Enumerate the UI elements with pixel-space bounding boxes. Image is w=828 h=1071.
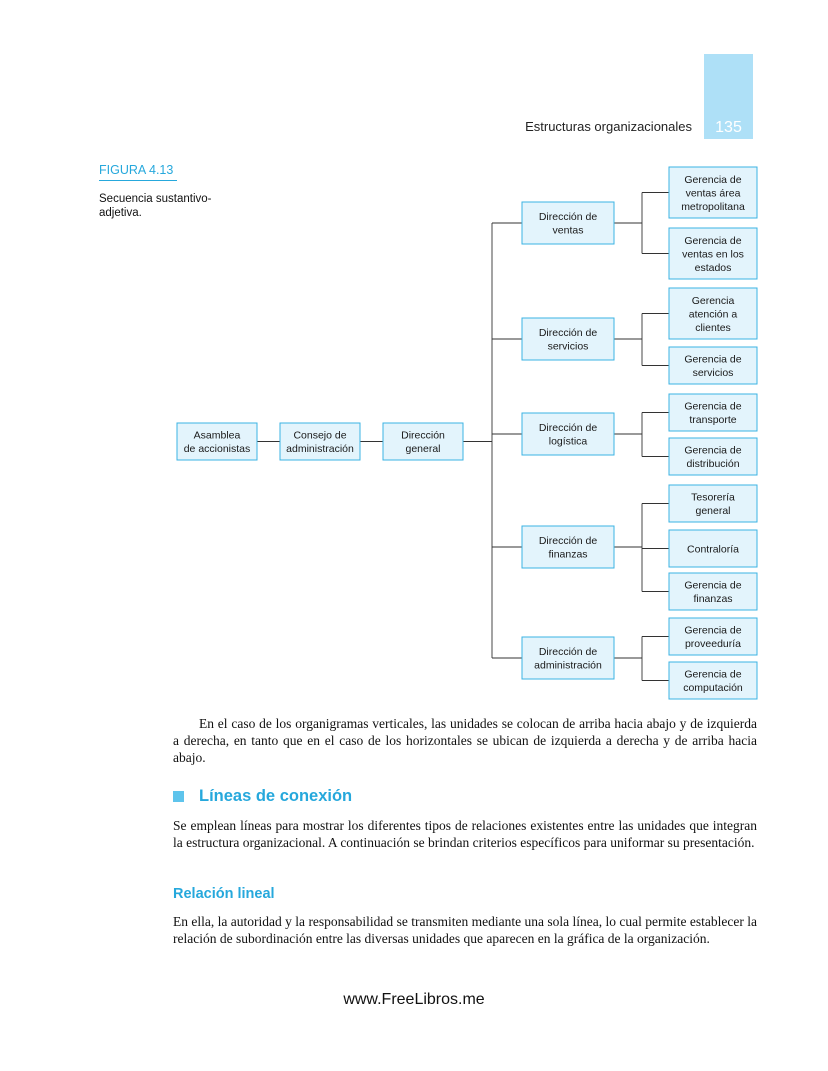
org-box-label-line: Contraloría <box>687 543 739 555</box>
running-header-title: Estructuras organizacionales <box>525 119 692 134</box>
org-box-label-line: logística <box>549 436 588 448</box>
org-box-d-administracion: Dirección de administración <box>521 636 615 680</box>
org-box-label-line: general <box>695 505 730 517</box>
org-box-rect <box>668 287 758 340</box>
org-box-rect <box>279 422 361 461</box>
org-box-label-line: Consejo de <box>293 430 346 442</box>
org-box-label-line: ventas en los <box>682 248 744 260</box>
org-box-label-line: transporte <box>689 414 736 426</box>
org-box-rect <box>521 412 615 456</box>
org-box-d-finanzas: Dirección de finanzas <box>521 525 615 569</box>
org-box-rect <box>668 437 758 476</box>
org-box-label-line: Tesorería <box>691 492 735 504</box>
org-box-rect <box>668 529 758 568</box>
org-box-label-line: Dirección de <box>539 422 598 434</box>
org-box-rect <box>176 422 258 461</box>
org-box-label-line: Dirección de <box>539 535 598 547</box>
org-box-label-line: Gerencia de <box>684 669 741 681</box>
org-box-label-line: Dirección <box>401 430 445 442</box>
org-box-d-ventas: Dirección de ventas <box>521 201 615 245</box>
org-box-rect <box>521 317 615 361</box>
org-box-label-line: servicios <box>693 367 734 379</box>
section-heading-lineas-de-conexion: Líneas de conexión <box>173 787 352 806</box>
org-box-contraloria: Contraloría <box>668 529 758 568</box>
org-box-rect <box>668 572 758 611</box>
org-box-d-logistica: Dirección de logística <box>521 412 615 456</box>
org-box-label-line: Gerencia de <box>684 235 741 247</box>
org-box-label-line: administración <box>534 660 602 672</box>
org-box-rect <box>668 484 758 523</box>
page-number-tab: 135 <box>704 54 753 139</box>
org-box-label-line: Gerencia de <box>684 401 741 413</box>
org-box-rect <box>668 617 758 656</box>
org-box-rect <box>668 166 758 219</box>
figure-caption: Secuencia sustantivo-adjetiva. <box>99 193 212 219</box>
subsection-heading-relacion-lineal: Relación lineal <box>173 886 275 902</box>
page-number: 135 <box>715 119 742 136</box>
org-box-label-line: atención a <box>689 308 738 320</box>
org-box-label-line: general <box>405 443 440 455</box>
org-box-label-line: Gerencia de <box>684 445 741 457</box>
org-box-label-line: metropolitana <box>681 201 745 213</box>
org-box-label-line: de accionistas <box>184 443 251 455</box>
paragraph-organigram-orientation: En el caso de los organigramas verticale… <box>173 716 757 765</box>
org-box-rect <box>521 636 615 680</box>
org-box-label-line: ventas área <box>686 187 741 199</box>
org-box-label-line: servicios <box>548 341 589 353</box>
org-box-rect <box>668 661 758 700</box>
org-box-rect <box>521 525 615 569</box>
org-box-rect <box>668 346 758 385</box>
org-box-label-line: Gerencia de <box>684 625 741 637</box>
org-box-rect <box>521 201 615 245</box>
org-box-label-line: finanzas <box>693 593 732 605</box>
org-box-rect <box>668 393 758 432</box>
org-box-label-line: Dirección de <box>539 327 598 339</box>
org-box-label-line: Dirección de <box>539 211 598 223</box>
org-box-label-line: Gerencia de <box>684 580 741 592</box>
org-box-label-line: finanzas <box>548 549 587 561</box>
org-box-rect <box>382 422 464 461</box>
org-box-label-line: proveeduría <box>685 638 741 650</box>
org-box-label-line: Gerencia <box>692 295 735 307</box>
paragraph-lineas: Se emplean líneas para mostrar los difer… <box>173 818 757 850</box>
org-box-label-line: Asamblea <box>194 430 241 442</box>
org-box-label-line: Gerencia de <box>684 354 741 366</box>
org-box-label-line: distribución <box>686 458 739 470</box>
org-box-label-line: clientes <box>695 322 731 334</box>
org-box-label-line: estados <box>695 262 732 274</box>
org-box-label-line: Dirección de <box>539 646 598 658</box>
org-box-label-line: ventas <box>553 225 584 237</box>
section-bullet-square <box>173 791 184 802</box>
org-box-d-servicios: Dirección de servicios <box>521 317 615 361</box>
org-box-rect <box>668 227 758 280</box>
section-heading-text: Líneas de conexión <box>199 787 353 805</box>
org-box-label-line: administración <box>286 443 354 455</box>
org-box-label-line: computación <box>683 682 743 694</box>
figure-label: FIGURA 4.13 <box>99 163 177 181</box>
paragraph-relacion-lineal: En ella, la autoridad y la responsabilid… <box>173 914 757 946</box>
footer-watermark: www.FreeLibros.me <box>343 991 485 1008</box>
org-box-label-line: Gerencia de <box>684 174 741 186</box>
